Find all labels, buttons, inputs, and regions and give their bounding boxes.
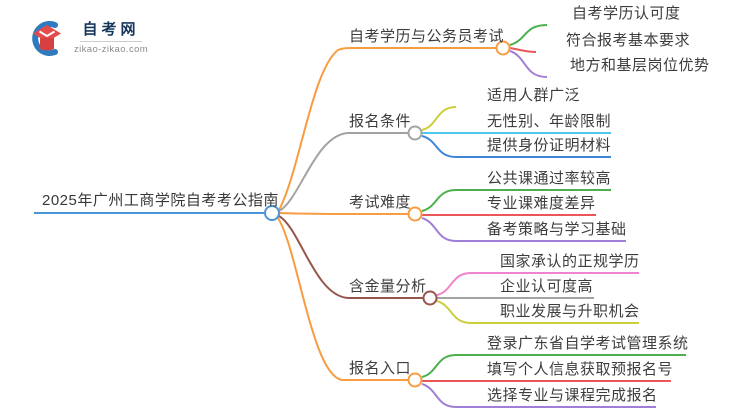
leaf-2-2-label[interactable]: 无性别、年龄限制 [487,113,612,130]
leaf-2-1-label[interactable]: 适用人群广泛 [487,87,581,104]
branch-1-handle[interactable] [495,40,511,56]
edge-branch-4 [278,215,423,299]
central-topic[interactable]: 2025年广州工商学院自考考公指南 [42,192,279,209]
leaf-3-1-label[interactable]: 公共课通过率较高 [487,170,612,187]
branch-5-handle[interactable] [407,372,423,388]
graduation-cap-icon [32,21,61,56]
edge-leaf-1-2 [509,47,537,53]
edge-leaf-3-1 [421,189,611,212]
branch-4-label[interactable]: 含金量分析 [349,278,427,295]
site-logo[interactable]: 自考网 zikao-zikao.com [28,18,148,58]
leaf-4-3-label[interactable]: 职业发展与升职机会 [500,303,640,320]
leaf-5-2-label[interactable]: 填写个人信息获取预报名号 [487,361,674,378]
edge-leaf-5-1 [421,354,686,378]
edge-leaf-2-3 [421,135,611,158]
leaf-5-1-label[interactable]: 登录广东省自学考试管理系统 [487,335,689,352]
edge-leaf-1-3 [509,50,548,78]
branch-1-label[interactable]: 自考学历与公务员考试 [349,28,505,45]
leaf-1-3-label[interactable]: 地方和基层岗位优势 [570,57,710,74]
edge-branch-1 [278,47,496,211]
leaf-4-2-label[interactable]: 企业认可度高 [500,278,594,295]
logo-divider [80,41,143,42]
edge-leaf-4-3 [436,300,639,324]
edge-branch-5 [277,217,408,381]
branch-3-label[interactable]: 考试难度 [349,194,412,211]
branch-2-label[interactable]: 报名条件 [349,113,412,130]
leaf-3-3-label[interactable]: 备考策略与学习基础 [487,221,627,238]
root-node-handle[interactable] [264,205,280,221]
leaf-5-3-label[interactable]: 选择专业与课程完成报名 [487,387,658,404]
edge-leaf-3-3 [421,217,626,242]
leaf-4-1-label[interactable]: 国家承认的正规学历 [500,253,640,270]
branch-5-label[interactable]: 报名入口 [349,360,412,377]
leaf-2-3-label[interactable]: 提供身份证明材料 [487,137,612,154]
logo-domain: zikao-zikao.com [74,44,149,55]
branch-2-handle[interactable] [407,125,423,141]
branch-4-handle[interactable] [422,290,438,306]
leaf-1-1-label[interactable]: 自考学历认可度 [572,5,681,22]
edge-branch-2 [278,132,408,212]
branch-3-handle[interactable] [407,206,423,222]
leaf-1-2-label[interactable]: 符合报考基本要求 [566,32,691,49]
edge-leaf-2-1 [421,106,457,131]
edge-leaf-1-1 [509,24,548,46]
edge-branch-3 [279,212,408,215]
edge-leaf-5-3 [421,383,656,408]
edge-leaf-4-1 [436,272,639,296]
leaf-3-2-label[interactable]: 专业课难度差异 [487,195,596,212]
logo-title: 自考网 [82,21,140,38]
